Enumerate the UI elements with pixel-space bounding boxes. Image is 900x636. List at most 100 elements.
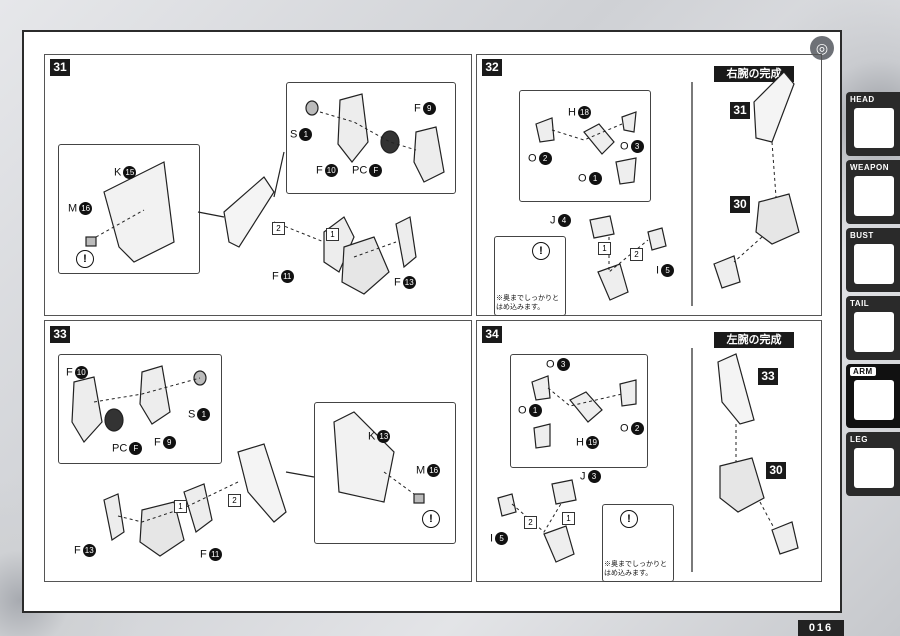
step-32-dash-3	[771, 141, 777, 198]
seq-33-2: 2	[228, 494, 241, 507]
step-33-inner-part-a	[71, 376, 103, 444]
left-arm-complete-label: 左腕の完成	[714, 332, 794, 348]
line-art-layer	[71, 71, 800, 572]
step-badge-34: 34	[482, 326, 502, 343]
step-34-hand-part-h	[569, 391, 603, 423]
step-32-hand-assembled	[597, 263, 629, 301]
step-31-inner-part-b	[413, 126, 445, 183]
head-thumbnail-icon	[854, 108, 894, 148]
step-badge-31: 31	[50, 59, 70, 76]
tab-bust-label: BUST	[850, 231, 874, 240]
step-31-polycap	[380, 130, 400, 154]
step-32-dash-1	[551, 123, 623, 141]
tab-arm[interactable]: ARM	[846, 364, 900, 428]
step-32-hand-part-h	[583, 123, 615, 155]
ref-32-30: 30	[730, 196, 750, 213]
step-33-guide-line	[285, 471, 315, 478]
step-33-dash-2	[117, 481, 239, 523]
step-32-callout-note	[494, 236, 566, 316]
step-31-dash-4	[319, 111, 417, 151]
page-number: 016	[798, 620, 844, 636]
step-31-small-cap	[305, 100, 319, 116]
step-34-hand-assembled	[543, 525, 575, 563]
step-34-dash-2	[511, 501, 563, 533]
seq-32-1: 1	[598, 242, 611, 255]
step-32-finger-o3	[621, 111, 637, 133]
tab-tail[interactable]: TAIL	[846, 296, 900, 360]
tab-leg[interactable]: LEG	[846, 432, 900, 496]
step-34-arm-hand	[771, 521, 799, 555]
brand-emblem-icon: ◎	[810, 36, 834, 60]
step-31-shield-part	[103, 161, 175, 263]
arm-thumbnail-icon	[854, 380, 894, 420]
tail-thumbnail-icon	[854, 312, 894, 352]
seq-31-1: 1	[326, 228, 339, 241]
step-33-forearm-part	[183, 483, 213, 533]
tab-head[interactable]: HEAD	[846, 92, 900, 156]
note-34: ※奥までしっかりとはめ込みます。	[604, 561, 667, 577]
step-33-panel	[44, 320, 472, 582]
seq-33-1: 1	[174, 500, 187, 513]
step-31-guide-line	[197, 211, 225, 218]
tab-leg-label: LEG	[850, 435, 868, 444]
step-34-arm-armor	[717, 353, 755, 425]
step-34-finger-o3	[531, 375, 551, 401]
step-34-i-part	[497, 493, 517, 517]
step-32-arm-joint	[755, 193, 800, 245]
step-32-arm-hand	[713, 255, 741, 289]
ref-32-31: 31	[730, 102, 750, 119]
tab-weapon[interactable]: WEAPON	[846, 160, 900, 224]
step-31-armor-plate	[223, 176, 275, 248]
step-32-j-part	[589, 215, 615, 239]
step-33-m-part	[413, 493, 425, 504]
step-32-finger-o1	[615, 157, 637, 185]
step-33-shield-part	[333, 411, 395, 503]
step-33-armor-plate	[237, 443, 287, 523]
step-32-arm-armor	[753, 71, 795, 143]
seq-34-2: 2	[524, 516, 537, 529]
caution-31: !	[76, 250, 94, 268]
right-arm-complete-label: 右腕の完成	[714, 66, 794, 82]
seq-32-2: 2	[630, 248, 643, 261]
step-badge-33: 33	[50, 326, 70, 343]
step-34-arm-joint	[719, 457, 765, 513]
step-34-finger-o2	[619, 379, 637, 407]
step-34-callout-note	[602, 504, 674, 582]
step-31-m-part	[85, 236, 97, 247]
step-31-dash-3	[353, 241, 397, 258]
tab-bust[interactable]: BUST	[846, 228, 900, 292]
step-31-panel	[44, 54, 472, 316]
step-31-guide-line-2	[273, 151, 285, 198]
step-32-panel	[476, 54, 822, 316]
step-33-elbow-joint	[139, 501, 185, 557]
tab-weapon-label: WEAPON	[850, 163, 889, 172]
note-32: ※奥までしっかりとはめ込みます。	[496, 295, 559, 311]
caution-34: !	[620, 510, 638, 528]
step-33-dash-3	[383, 471, 415, 495]
